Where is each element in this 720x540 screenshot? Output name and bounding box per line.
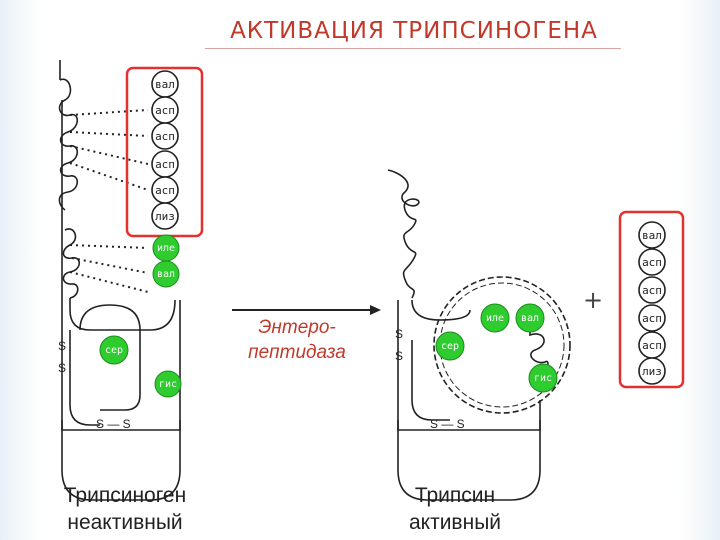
right-loop — [411, 299, 471, 321]
svg-text:асп: асп — [642, 312, 662, 325]
released-peptide-box — [618, 210, 685, 389]
residue-label: асп — [155, 158, 175, 171]
svg-text:сер: сер — [441, 341, 459, 352]
title-underline — [205, 48, 621, 49]
trypsinogen-structure — [58, 60, 181, 501]
active-site-ring — [433, 276, 571, 414]
svg-text:лиз: лиз — [642, 365, 662, 378]
caption-line1: Трипсин — [414, 484, 496, 507]
left-peptide-residues — [151, 70, 179, 230]
svg-text:вал: вал — [642, 229, 662, 242]
right-disulfide: S S S — S — [395, 327, 465, 431]
caption-line2: неактивный — [67, 511, 183, 534]
trypsin-caption: Трипсин активный — [370, 482, 540, 536]
released-peptide-residues — [638, 221, 666, 385]
enzyme-label: Энтеро- пептидаза — [222, 315, 372, 365]
left-chain — [59, 60, 181, 501]
residue-label: лиз — [155, 210, 175, 223]
right-green-residues — [435, 303, 558, 393]
plus-sign: + — [583, 286, 603, 314]
svg-text:гис: гис — [159, 379, 177, 390]
residue-label: вал — [155, 78, 175, 91]
right-helix — [387, 169, 420, 299]
svg-text:S: S — [395, 349, 403, 363]
caption-line2: активный — [408, 511, 502, 534]
svg-text:S: S — [58, 361, 66, 375]
svg-text:S — S: S — S — [430, 417, 465, 431]
right-green-labels: иле вал сер гис — [441, 313, 552, 384]
right-loop-outer — [397, 420, 541, 431]
enzyme-line1: Энтеро- — [258, 317, 336, 338]
residue-label: асп — [155, 104, 175, 117]
left-loop-inner — [69, 330, 100, 426]
trypsinogen-caption: Трипсиноген неактивный — [30, 482, 220, 536]
residue-label: асп — [155, 184, 175, 197]
caption-line1: Трипсиноген — [63, 484, 187, 507]
left-green-residues — [99, 234, 182, 398]
trypsin-structure — [387, 169, 549, 501]
svg-text:S: S — [58, 339, 66, 353]
svg-text:S: S — [395, 327, 403, 341]
svg-text:S — S: S — S — [96, 417, 131, 431]
svg-text:асп: асп — [642, 339, 662, 352]
left-inner-loop — [79, 304, 141, 411]
svg-text:вал: вал — [521, 313, 539, 324]
activation-arrow — [232, 305, 381, 315]
left-green-labels: иле вал сер гис — [105, 243, 177, 390]
residue-label: асп — [155, 130, 175, 143]
left-disulfide: S S S — S — [58, 339, 131, 431]
released-peptide-labels: вал асп асп асп асп лиз — [642, 229, 662, 378]
right-chain — [397, 300, 541, 501]
svg-text:асп: асп — [642, 256, 662, 269]
enzyme-line2: пептидаза — [248, 342, 346, 363]
svg-text:вал: вал — [157, 269, 175, 280]
right-inner — [411, 340, 450, 421]
svg-text:сер: сер — [105, 345, 123, 356]
svg-text:асп: асп — [642, 284, 662, 297]
left-loop-outer — [61, 420, 181, 431]
svg-text:гис: гис — [534, 373, 552, 384]
svg-text:иле: иле — [157, 243, 175, 254]
svg-text:иле: иле — [486, 313, 504, 324]
left-helix-mid — [62, 228, 81, 299]
left-peptide-labels: вал асп асп асп асп лиз — [155, 78, 175, 223]
slide-title: АКТИВАЦИЯ ТРИПСИНОГЕНА — [230, 18, 598, 44]
dotted-connectors — [69, 109, 149, 293]
